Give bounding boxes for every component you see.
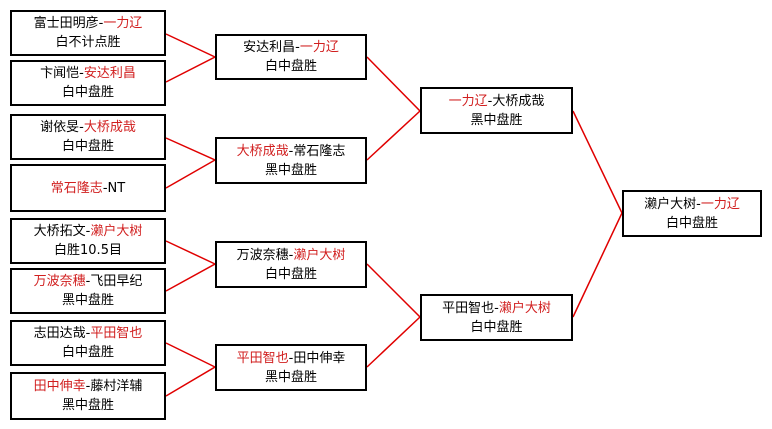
player-2: 一力辽 <box>103 16 143 31</box>
connector <box>572 110 623 318</box>
result: 白中盘胜 <box>61 85 114 100</box>
match-box-r3m2: 平田智也-濑户大树 白中盘胜 <box>420 294 573 341</box>
result: 黑中盘胜 <box>470 112 523 128</box>
player-1: 谢依旻 <box>40 120 80 135</box>
matchup: 大桥成哉-常石隆志 <box>236 143 346 159</box>
player-1: 安达利昌 <box>243 40 296 55</box>
connector <box>366 56 422 161</box>
result: 白中盘胜 <box>264 59 317 74</box>
match-box-r1m2: 卞闻恺-安达利昌 白中盘胜 <box>10 60 166 106</box>
matchup: 富士田明彦-一力辽 <box>33 16 143 31</box>
player-2: 安达利昌 <box>83 66 136 81</box>
player-2: 濑户大树 <box>90 224 143 239</box>
matchup: 安达利昌-一力辽 <box>243 40 339 55</box>
player-2: 濑户大树 <box>293 247 346 263</box>
result: 白不计点胜 <box>55 35 121 50</box>
match-box-r3m1: 一力辽-大桥成哉 黑中盘胜 <box>420 87 573 134</box>
player-2: 濑户大树 <box>498 300 551 316</box>
match-box-r2m4: 平田智也-田中伸幸 黑中盘胜 <box>215 344 367 391</box>
player-1: 濑户大树 <box>644 196 697 212</box>
matchup: 平田智也-濑户大树 <box>442 300 551 316</box>
result: 黑中盘胜 <box>264 162 317 178</box>
player-1: 常石隆志 <box>50 180 103 196</box>
connector <box>165 342 217 397</box>
matchup: 一力辽-大桥成哉 <box>448 93 545 109</box>
matchup: 万波奈穗-飞田早纪 <box>33 274 143 289</box>
player-2: 飞田早纪 <box>90 274 143 289</box>
match-box-r1m1: 富士田明彦-一力辽 白不计点胜 <box>10 10 166 56</box>
player-1: 志田达哉 <box>33 326 86 341</box>
result: 黑中盘胜 <box>264 369 317 385</box>
match-box-r1m7: 志田达哉-平田智也 白中盘胜 <box>10 320 166 366</box>
matchup: 志田达哉-平田智也 <box>33 326 143 341</box>
player-1: 田中伸幸 <box>33 379 86 394</box>
result: 白胜10.5目 <box>54 243 122 258</box>
player-2: NT <box>107 180 126 196</box>
result: 白中盘胜 <box>470 319 523 335</box>
player-1: 一力辽 <box>448 93 488 109</box>
player-2: 一力辽 <box>700 196 740 212</box>
match-box-r1m3: 谢依旻-大桥成哉 白中盘胜 <box>10 114 166 160</box>
player-1: 富士田明彦 <box>33 16 99 31</box>
connector <box>366 263 422 368</box>
player-2: 平田智也 <box>90 326 143 341</box>
match-box-r1m6: 万波奈穗-飞田早纪 黑中盘胜 <box>10 268 166 314</box>
result: 白中盘胜 <box>665 215 718 231</box>
matchup: 卞闻恺-安达利昌 <box>40 66 136 81</box>
match-box-r1m4: 常石隆志-NT <box>10 164 166 212</box>
connector <box>165 240 217 292</box>
connector <box>165 33 217 83</box>
player-2: 藤村洋辅 <box>90 379 143 394</box>
player-1: 卞闻恺 <box>40 66 80 81</box>
connector <box>165 137 217 189</box>
player-2: 田中伸幸 <box>293 350 346 366</box>
match-box-r1m8: 田中伸幸-藤村洋辅 黑中盘胜 <box>10 372 166 420</box>
match-box-r2m2: 大桥成哉-常石隆志 黑中盘胜 <box>215 137 367 184</box>
player-2: 大桥成哉 <box>492 93 545 109</box>
result: 黑中盘胜 <box>61 293 114 308</box>
player-2: 常石隆志 <box>293 143 346 159</box>
player-2: 大桥成哉 <box>83 120 136 135</box>
player-1: 平田智也 <box>236 350 289 366</box>
match-box-r2m3: 万波奈穗-濑户大树 白中盘胜 <box>215 241 367 288</box>
player-1: 万波奈穗 <box>33 274 86 289</box>
matchup: 大桥拓文-濑户大树 <box>33 224 143 239</box>
player-1: 大桥成哉 <box>236 143 289 159</box>
matchup: 平田智也-田中伸幸 <box>236 350 346 366</box>
matchup: 谢依旻-大桥成哉 <box>40 120 136 135</box>
player-2: 一力辽 <box>299 40 339 55</box>
matchup: 常石隆志-NT <box>50 180 126 196</box>
player-1: 万波奈穗 <box>236 247 289 263</box>
result: 白中盘胜 <box>61 345 114 360</box>
result: 黑中盘胜 <box>61 398 114 413</box>
result: 白中盘胜 <box>61 139 114 154</box>
match-box-final: 濑户大树-一力辽 白中盘胜 <box>622 190 762 237</box>
matchup: 田中伸幸-藤村洋辅 <box>33 379 143 394</box>
player-1: 平田智也 <box>442 300 495 316</box>
player-1: 大桥拓文 <box>33 224 86 239</box>
matchup: 濑户大树-一力辽 <box>644 196 740 212</box>
match-box-r1m5: 大桥拓文-濑户大树 白胜10.5目 <box>10 218 166 264</box>
match-box-r2m1: 安达利昌-一力辽 白中盘胜 <box>215 34 367 80</box>
matchup: 万波奈穗-濑户大树 <box>236 247 346 263</box>
result: 白中盘胜 <box>264 266 317 282</box>
